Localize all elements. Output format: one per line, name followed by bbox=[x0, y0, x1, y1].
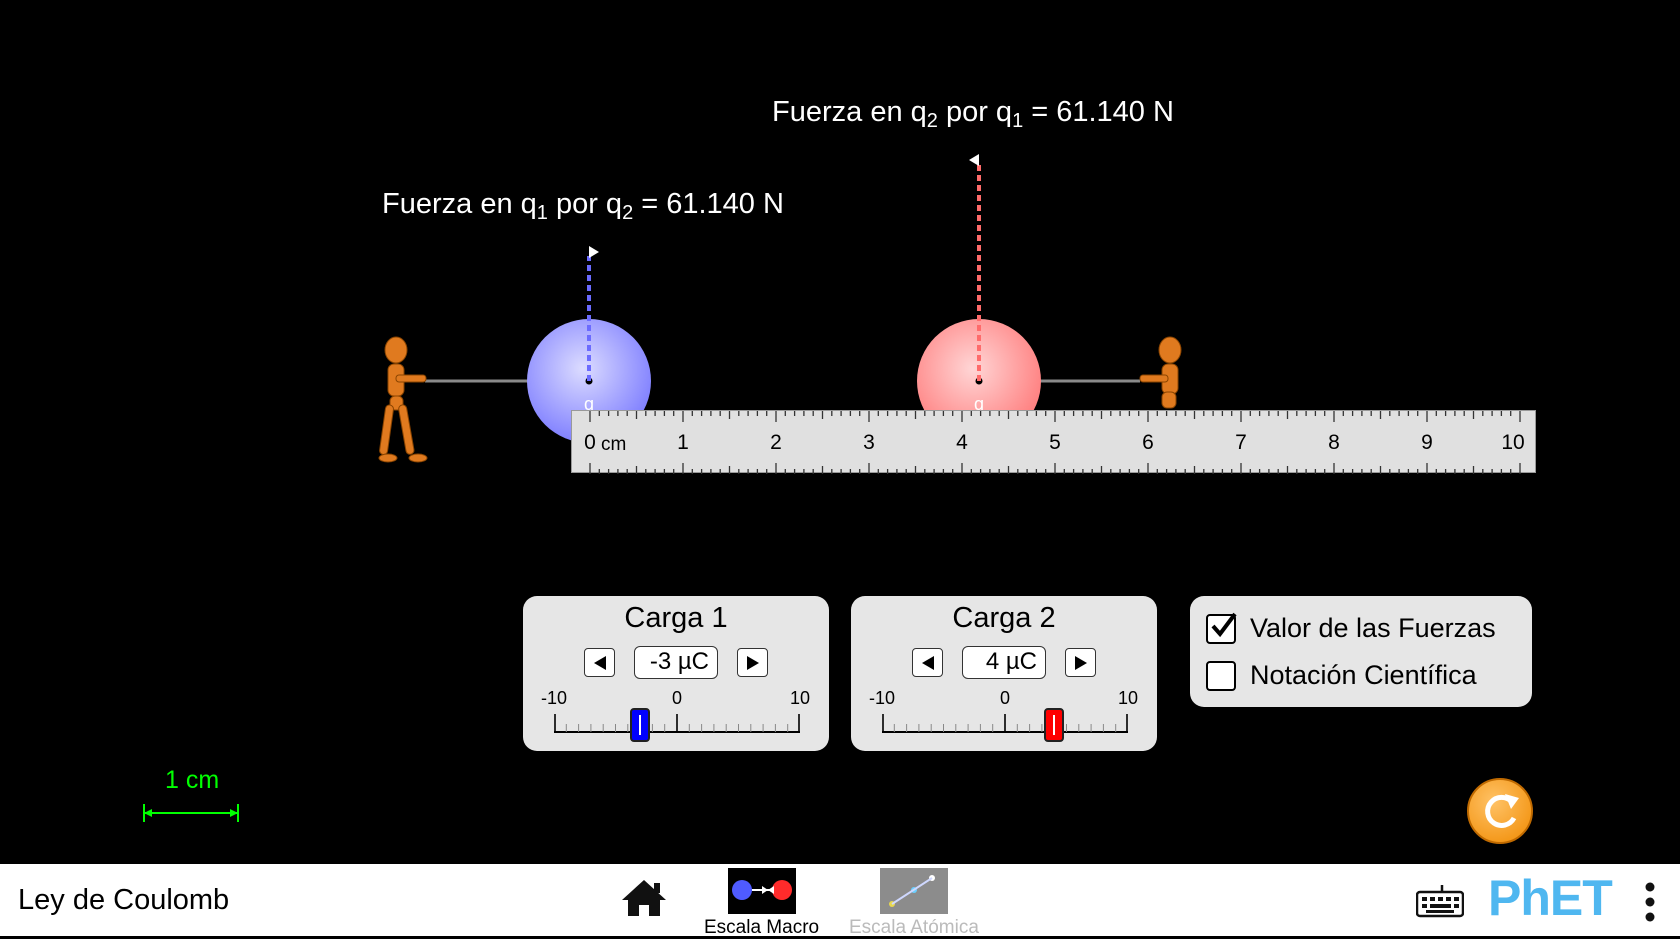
charge1-value: -3 µC bbox=[634, 646, 718, 679]
reset-all-button[interactable] bbox=[1467, 778, 1533, 844]
macro-scale-icon bbox=[727, 868, 796, 914]
reset-icon bbox=[1485, 794, 1519, 828]
charge2-slider[interactable] bbox=[882, 708, 1128, 742]
thumb-grip bbox=[1053, 715, 1056, 735]
ruler-label: 7 bbox=[1235, 431, 1247, 454]
charge2-slider-thumb[interactable] bbox=[1044, 708, 1065, 742]
charge2-panel: Carga 2 4 µC -10 0 10 bbox=[851, 596, 1157, 751]
ruler-label: 8 bbox=[1328, 431, 1340, 454]
charge2-min-label: -10 bbox=[868, 688, 896, 708]
ruler-label: 5 bbox=[1049, 431, 1061, 454]
atomic-scale-icon bbox=[879, 868, 948, 914]
charge2-increment-button[interactable] bbox=[1065, 648, 1096, 677]
slider-ticks bbox=[882, 714, 1128, 733]
charge1-increment-button[interactable] bbox=[737, 648, 768, 677]
thumb-grip bbox=[639, 715, 642, 735]
ruler-unit: cm bbox=[601, 434, 627, 455]
force-label-text: Fuerza en q bbox=[382, 188, 537, 220]
charge1-max-label: 10 bbox=[789, 688, 811, 708]
home-button[interactable] bbox=[620, 878, 668, 918]
simulation-stage: Fuerza en q1 por q2 = 61.140 N Fuerza en… bbox=[140, 96, 1536, 844]
atomic-scale-label: Escala Atómica bbox=[849, 917, 979, 938]
puller-left-icon[interactable] bbox=[378, 336, 428, 463]
force-values-checkbox[interactable] bbox=[1206, 612, 1237, 644]
ruler-label: 2 bbox=[770, 431, 782, 454]
force-label-subscript: 1 bbox=[1012, 110, 1024, 132]
options-panel: Valor de las Fuerzas Notación Científica bbox=[1190, 596, 1532, 707]
triangle-right-icon bbox=[746, 655, 759, 670]
force-label-subscript: 2 bbox=[926, 110, 938, 132]
charge1-slider[interactable] bbox=[554, 708, 800, 742]
charge2-value: 4 µC bbox=[962, 646, 1046, 679]
ruler-label: 9 bbox=[1421, 431, 1433, 454]
ruler-label: 6 bbox=[1142, 431, 1154, 454]
triangle-left-icon bbox=[593, 655, 606, 670]
charge2-mid-label: 0 bbox=[999, 688, 1011, 708]
scientific-notation-label: Notación Científica bbox=[1250, 660, 1477, 690]
ruler-label: 0 bbox=[584, 431, 596, 454]
force-label-value: = 61.140 N bbox=[633, 188, 784, 220]
checkmark-icon bbox=[1211, 612, 1237, 637]
force-label-q1: Fuerza en q1 por q2 = 61.140 N bbox=[382, 188, 784, 224]
slider-ticks bbox=[554, 714, 800, 733]
charge1-decrement-button[interactable] bbox=[584, 648, 615, 677]
scale-bar-icon bbox=[143, 804, 239, 822]
atomic-scale-screen-button[interactable]: Escala Atómica bbox=[849, 868, 979, 939]
scale-indicator: 1 cm bbox=[140, 766, 250, 826]
svg-text:q: q bbox=[584, 394, 594, 414]
puller-right-icon[interactable] bbox=[1139, 336, 1182, 409]
force-values-checkbox-row[interactable]: Valor de las Fuerzas bbox=[1206, 612, 1496, 644]
ruler-label: 4 bbox=[956, 431, 968, 454]
force-label-q2: Fuerza en q2 por q1 = 61.140 N bbox=[772, 96, 1174, 132]
macro-scale-label: Escala Macro bbox=[704, 917, 820, 938]
force-label-subscript: 2 bbox=[622, 202, 634, 224]
force-label-text: Fuerza en q bbox=[772, 96, 927, 128]
charge2-title: Carga 2 bbox=[952, 602, 1056, 634]
scientific-notation-checkbox-row[interactable]: Notación Científica bbox=[1206, 660, 1477, 691]
charge1-title: Carga 1 bbox=[624, 602, 728, 634]
charge1-panel: Carga 1 -3 µC -10 0 10 bbox=[523, 596, 829, 751]
home-icon bbox=[622, 880, 666, 916]
ruler-ticks bbox=[589, 411, 1521, 474]
triangle-right-icon bbox=[1074, 655, 1087, 670]
macro-scale-screen-button[interactable]: Escala Macro bbox=[704, 868, 819, 939]
charge2-decrement-button[interactable] bbox=[912, 648, 943, 677]
force-arrow-q2 bbox=[969, 154, 981, 381]
app-title: Ley de Coulomb bbox=[18, 884, 230, 916]
ruler-label: 10 bbox=[1501, 431, 1525, 454]
keyboard-icon bbox=[1415, 885, 1465, 918]
ruler[interactable]: 0 1 2 3 4 5 6 7 8 9 10 cm bbox=[571, 410, 1536, 474]
vertical-dots-icon bbox=[1645, 882, 1655, 922]
scientific-notation-checkbox[interactable] bbox=[1206, 660, 1236, 691]
scale-indicator-label: 1 cm bbox=[165, 766, 220, 794]
force-label-text: por q bbox=[937, 96, 1013, 128]
force-label-subscript: 1 bbox=[536, 202, 548, 224]
keyboard-help-button[interactable] bbox=[1415, 884, 1465, 923]
charge1-min-label: -10 bbox=[540, 688, 568, 708]
charge1-mid-label: 0 bbox=[671, 688, 683, 708]
svg-text:q: q bbox=[974, 394, 984, 414]
force-label-value: = 61.140 N bbox=[1023, 96, 1174, 128]
phet-logo[interactable]: PhET bbox=[1488, 870, 1613, 926]
phet-menu-button[interactable] bbox=[1642, 882, 1658, 924]
navigation-bar: Ley de Coulomb Escala Macro Escala Atómi… bbox=[0, 864, 1680, 939]
ruler-label: 1 bbox=[677, 431, 689, 454]
charge2-max-label: 10 bbox=[1117, 688, 1139, 708]
charge1-slider-thumb[interactable] bbox=[630, 708, 651, 742]
force-arrow-q1 bbox=[587, 246, 599, 381]
force-values-label: Valor de las Fuerzas bbox=[1250, 613, 1496, 643]
triangle-left-icon bbox=[921, 655, 934, 670]
ruler-label: 3 bbox=[863, 431, 875, 454]
force-label-text: por q bbox=[547, 188, 623, 220]
